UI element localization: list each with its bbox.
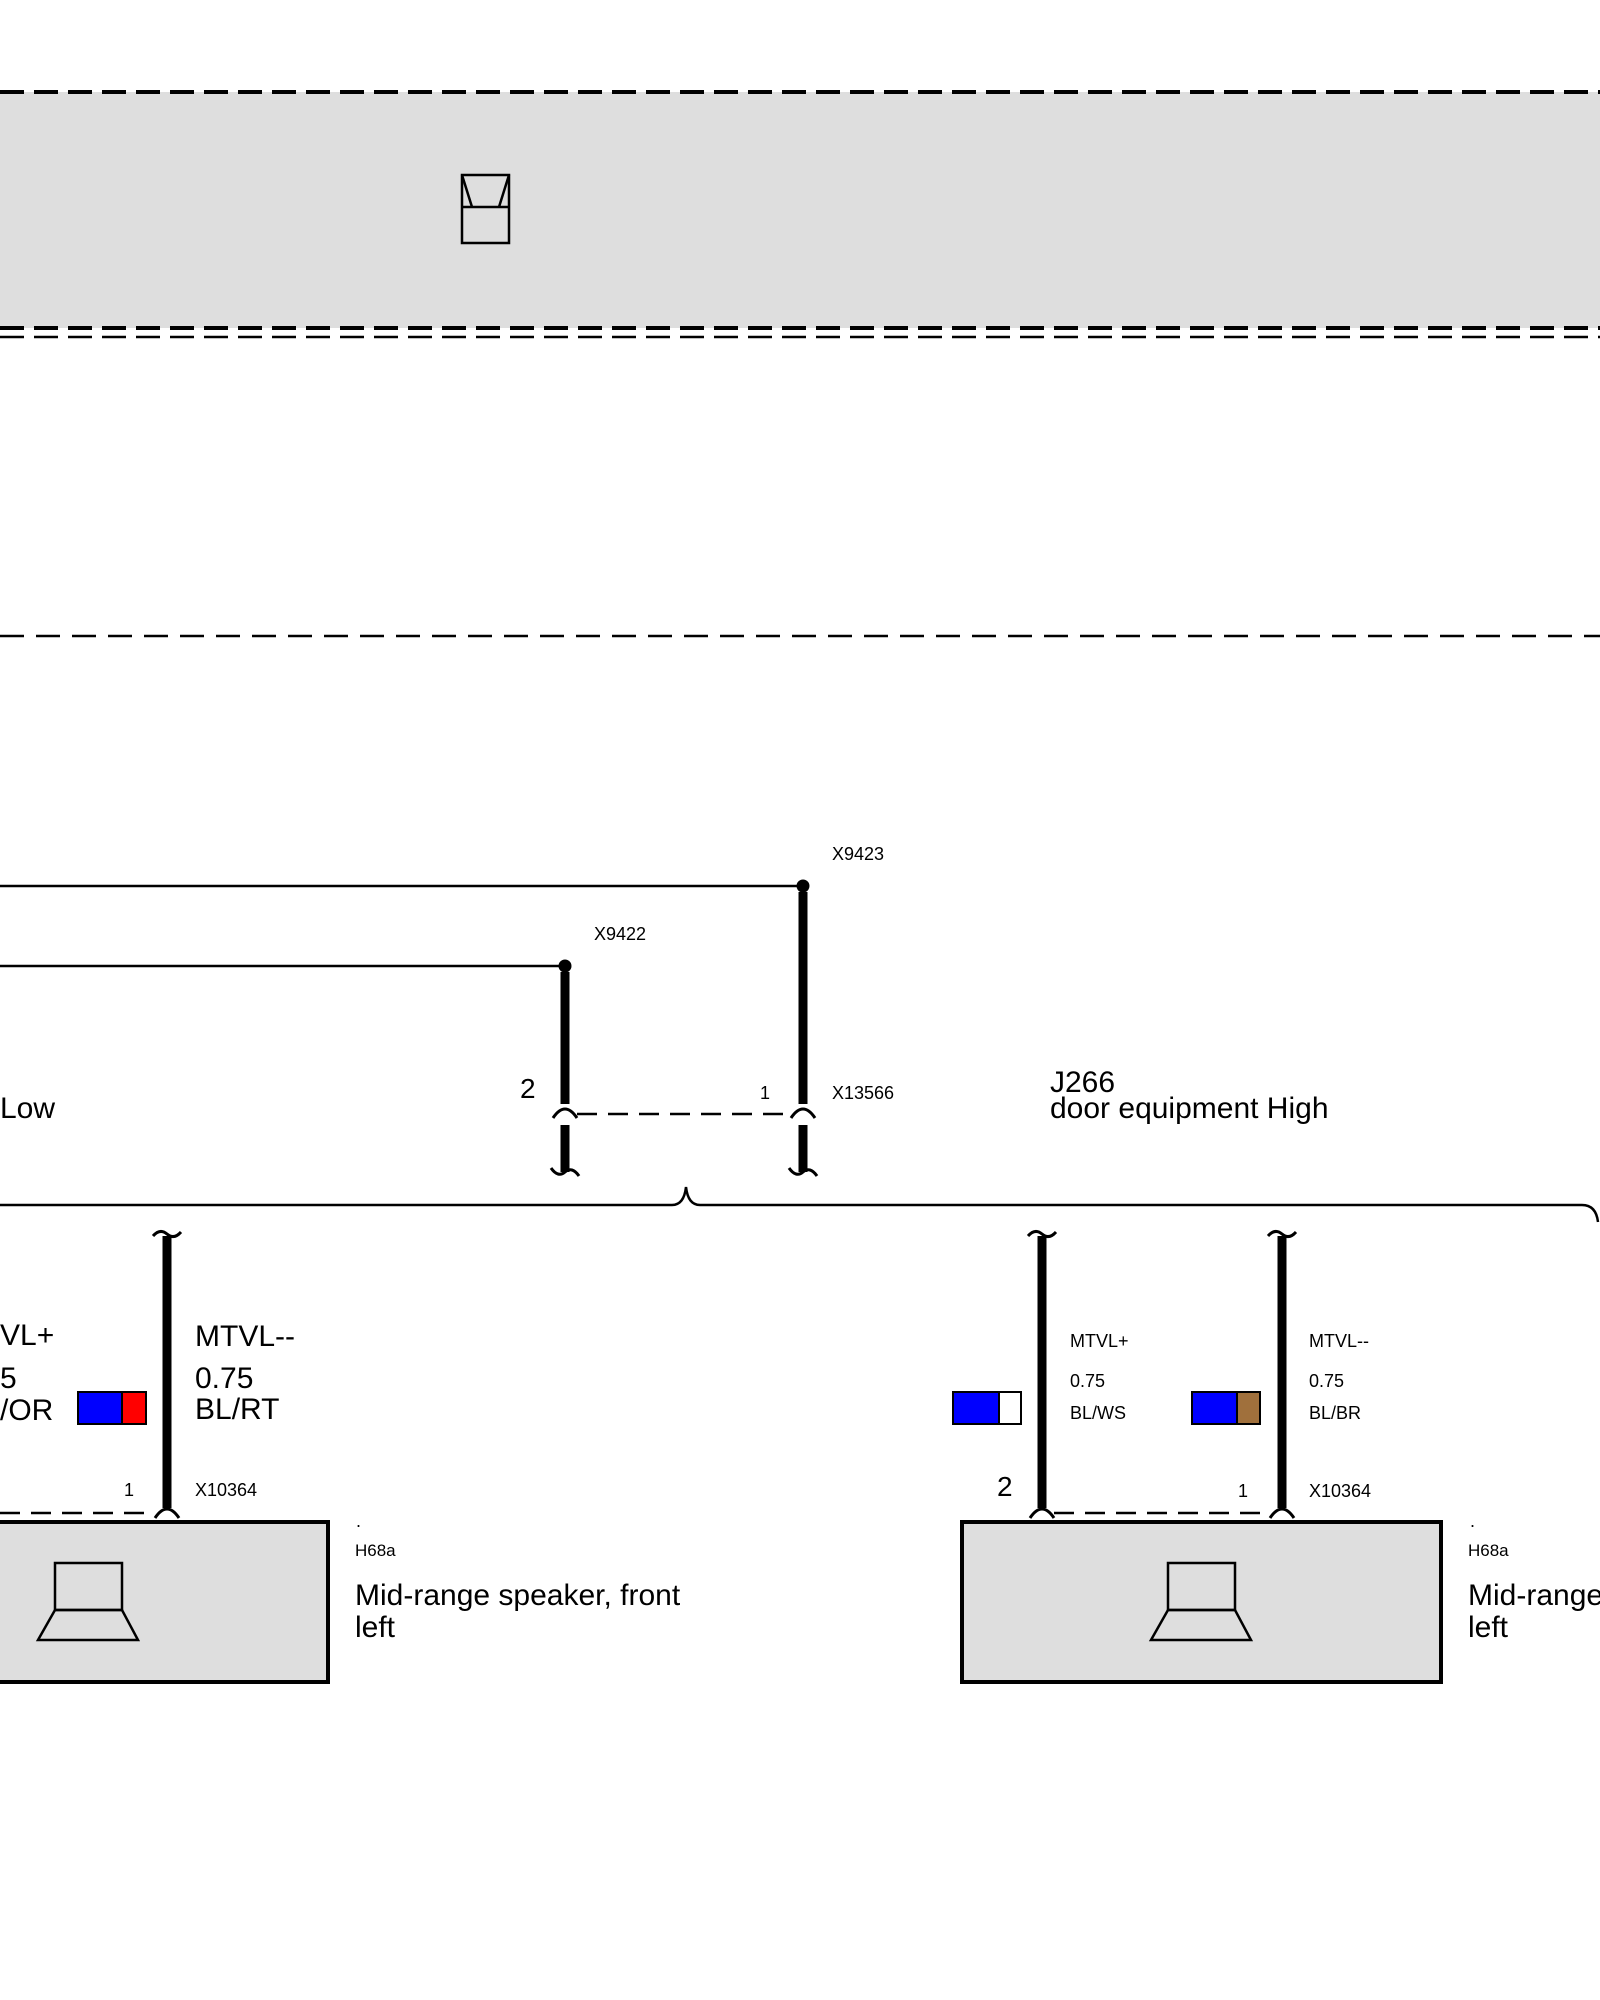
- right-speaker-pin-minus: 1: [1238, 1481, 1248, 1501]
- break-mark-icon: [1026, 1229, 1058, 1239]
- break-mark-icon: [787, 1167, 819, 1177]
- left-speaker-id: H68a: [355, 1541, 396, 1560]
- right-speaker-pin2-arc: [1028, 1507, 1056, 1519]
- left-speaker-dot: .: [356, 1511, 361, 1531]
- j266-module-desc: door equipment High: [1050, 1092, 1329, 1125]
- top-module-body: [0, 92, 1600, 328]
- wire-color-swatch-bl-rt: [77, 1391, 147, 1425]
- break-mark-icon: [151, 1229, 183, 1239]
- right-speaker-pin1-arc: [1268, 1507, 1296, 1519]
- connector-block-icon: [460, 173, 511, 245]
- right-speaker-name-line2: left: [1468, 1611, 1509, 1644]
- break-mark-icon: [1266, 1229, 1298, 1239]
- j266-connector: 2 1 X13566 J266 door equipment High Low: [0, 1066, 1329, 1177]
- left-speaker-pin: 1: [124, 1480, 134, 1500]
- left-speaker-pin-arc: [153, 1507, 181, 1519]
- left-speaker-connector-id: X10364: [195, 1480, 257, 1500]
- right-speaker-pin-plus: 2: [997, 1471, 1013, 1502]
- wire-left-plus-signal: VL+: [0, 1319, 54, 1352]
- left-wire-pair: VL+ 5 /OR MTVL-- 0.75 BL/RT 1 X10364: [0, 1229, 295, 1519]
- speaker-icon: [35, 1561, 141, 1642]
- splice-upper: X9423: [0, 844, 884, 1104]
- splice-lower: X9422: [0, 924, 646, 1104]
- break-mark-icon: [549, 1167, 581, 1177]
- right-speaker-id: H68a: [1468, 1541, 1509, 1560]
- splice-upper-label: X9423: [832, 844, 884, 864]
- left-speaker-name-line1: Mid-range speaker, front: [355, 1579, 681, 1612]
- wire-left-plus-section: 5: [0, 1362, 17, 1395]
- top-module: [0, 90, 1600, 339]
- splice-lower-label: X9422: [594, 924, 646, 944]
- wire-right-minus-section: 0.75: [1309, 1371, 1344, 1391]
- right-speaker-name-line1: Mid-range: [1468, 1579, 1600, 1612]
- wire-left-minus-section: 0.75: [195, 1362, 253, 1395]
- splice-dot-upper: [796, 879, 810, 893]
- speaker-icon: [1148, 1561, 1254, 1642]
- left-speaker-body: [0, 1520, 330, 1684]
- wire-right-plus-color: BL/WS: [1070, 1403, 1126, 1423]
- right-speaker-connector-id: X10364: [1309, 1481, 1371, 1501]
- right-speaker-body: [960, 1520, 1443, 1684]
- harness-brace: [0, 1186, 1600, 1223]
- j266-pin2-arc: [551, 1107, 579, 1119]
- j266-pin-right: 1: [760, 1083, 770, 1103]
- j266-pin1-arc: [789, 1107, 817, 1119]
- j266-pin-left: 2: [520, 1073, 536, 1104]
- right-speaker-dot: .: [1470, 1511, 1475, 1531]
- wire-right-minus-color: BL/BR: [1309, 1403, 1361, 1423]
- wire-right-plus-section: 0.75: [1070, 1371, 1105, 1391]
- j266-connector-id: X13566: [832, 1083, 894, 1103]
- wire-left-minus-signal: MTVL--: [195, 1320, 295, 1353]
- wire-right-plus-signal: MTVL+: [1070, 1331, 1129, 1351]
- right-speaker-module: . H68a Mid-range left: [960, 1511, 1600, 1684]
- left-speaker-module: . H68a Mid-range speaker, front left: [0, 1511, 681, 1684]
- wire-color-swatch-bl-br: [1191, 1391, 1261, 1425]
- wire-right-minus-signal: MTVL--: [1309, 1331, 1369, 1351]
- wire-left-plus-color: /OR: [0, 1394, 53, 1427]
- cut-label-low: Low: [0, 1092, 55, 1125]
- j266-module-id: J266: [1050, 1066, 1115, 1099]
- wire-color-swatch-bl-ws: [952, 1391, 1022, 1425]
- right-wire-pair: MTVL+ 0.75 BL/WS MTVL-- 0.75 BL/BR 2 1 X…: [952, 1229, 1371, 1519]
- splice-dot-lower: [558, 959, 572, 973]
- left-speaker-name-line2: left: [355, 1611, 396, 1644]
- wire-left-minus-color: BL/RT: [195, 1393, 279, 1426]
